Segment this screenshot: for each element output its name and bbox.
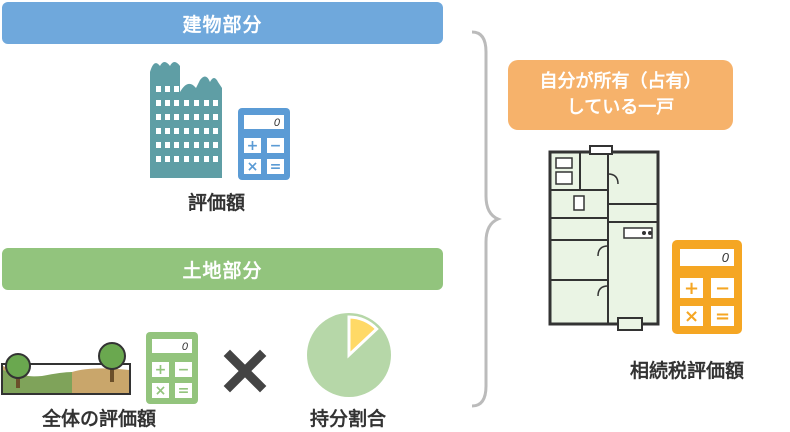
floor-plan-icon xyxy=(548,145,660,331)
calculator-times: × xyxy=(684,306,699,327)
calculator-minus: − xyxy=(178,362,190,378)
result-box: 自分が所有（占有） している一戸 xyxy=(508,60,733,130)
calculator-display: 0 xyxy=(274,117,281,129)
calculator-minus: − xyxy=(270,138,282,154)
calculator-times: × xyxy=(155,383,167,399)
calculator-icon: 0 + − × = xyxy=(238,108,290,180)
calculator-equals: = xyxy=(178,383,190,399)
calculator-equals: = xyxy=(715,306,730,327)
brace-connector xyxy=(471,30,502,408)
calculator-plus: + xyxy=(684,278,699,299)
land-total-value-caption: 全体の評価額 xyxy=(42,408,157,430)
calculator-plus: + xyxy=(155,362,167,378)
result-line-2: している一戸 xyxy=(566,97,675,118)
building-section-header: 建物部分 xyxy=(2,2,443,44)
multiply-icon xyxy=(223,349,267,393)
land-share-caption: 持分割合 xyxy=(310,408,387,430)
pie-slice-share xyxy=(347,315,379,359)
building-icon xyxy=(150,62,222,178)
calculator-equals: = xyxy=(270,159,282,175)
land-section-header: 土地部分 xyxy=(2,248,443,290)
building-value-caption: 評価額 xyxy=(188,192,246,214)
calculator-times: × xyxy=(247,159,259,175)
inheritance-tax-value-caption: 相続税評価額 xyxy=(630,360,745,382)
calculator-icon: 0 + − × = xyxy=(672,240,742,334)
calculator-minus: − xyxy=(715,278,730,299)
land-section-title: 土地部分 xyxy=(182,259,263,282)
calculator-plus: + xyxy=(247,138,259,154)
land-icon xyxy=(1,342,131,395)
calculator-display: 0 xyxy=(182,341,189,353)
calculator-display: 0 xyxy=(722,250,730,265)
pie-chart-icon xyxy=(307,313,391,397)
calculator-icon: 0 + − × = xyxy=(146,332,198,404)
result-line-1: 自分が所有（占有） xyxy=(539,71,702,92)
building-section-title: 建物部分 xyxy=(182,13,263,36)
